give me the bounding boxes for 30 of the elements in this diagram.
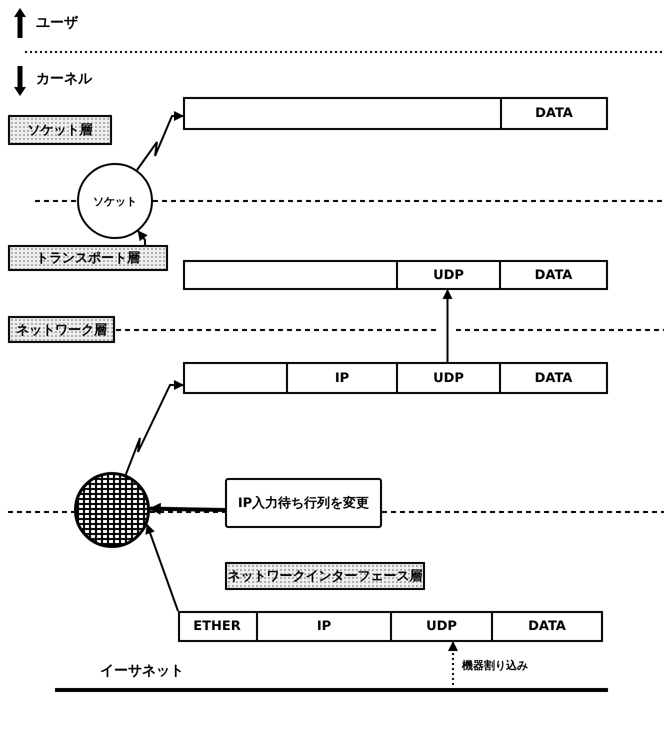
packet-bar xyxy=(183,362,608,394)
arrow xyxy=(124,380,184,475)
arrow xyxy=(145,524,179,612)
packet-bar xyxy=(183,97,608,130)
data-cell: DATA xyxy=(499,262,606,288)
action-box: IP入力待ち行列を変更 xyxy=(225,478,382,528)
layer-label: ソケット層 xyxy=(8,115,112,145)
layer-label: ネットワークインターフェース層 xyxy=(225,562,425,590)
layer-label: トランスポート層 xyxy=(8,245,168,271)
ip-cell: IP xyxy=(286,364,396,392)
arrow xyxy=(148,502,226,515)
socket-circle: ソケット xyxy=(77,163,153,239)
ip-cell: IP xyxy=(256,613,390,640)
layer-label: ネットワーク層 xyxy=(8,316,115,343)
packet-bar xyxy=(183,260,608,290)
arrow xyxy=(136,111,184,171)
text-label: イーサネット xyxy=(100,662,184,680)
udp-cell: UDP xyxy=(390,613,491,640)
edge-label: 機器割り込み xyxy=(462,658,528,673)
data-cell: DATA xyxy=(499,364,606,392)
text-label: カーネル xyxy=(36,70,92,88)
udp-cell: UDP xyxy=(396,262,499,288)
ether-cell: ETHER xyxy=(178,613,256,640)
arrow xyxy=(137,230,148,245)
arrow xyxy=(442,289,452,362)
text-label: ユーザ xyxy=(36,14,78,32)
data-cell: DATA xyxy=(491,613,601,640)
data-cell: DATA xyxy=(500,99,606,128)
packet-bar xyxy=(178,611,603,642)
udp-cell: UDP xyxy=(396,364,499,392)
